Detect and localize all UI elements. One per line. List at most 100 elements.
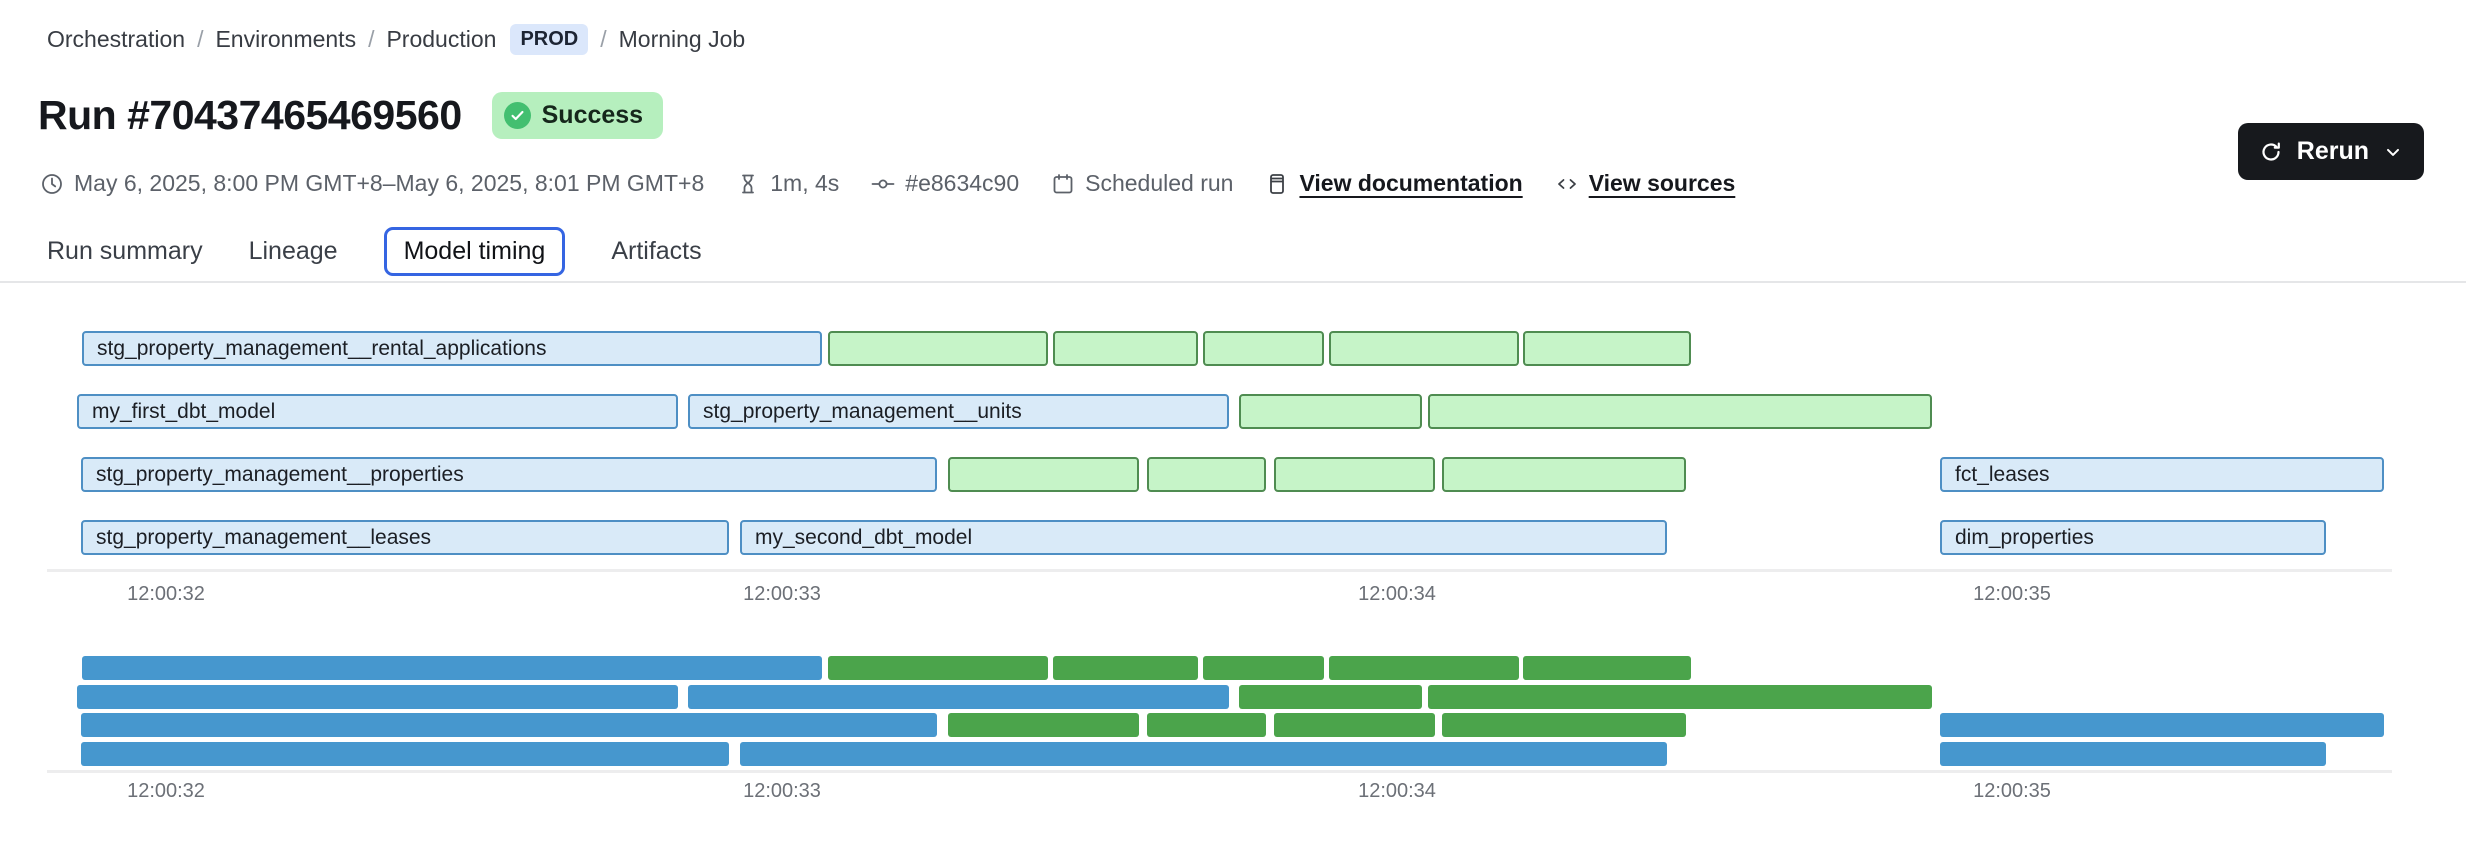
view-sources-link-label: View sources	[1588, 170, 1736, 196]
run-trigger: Scheduled run	[1051, 170, 1233, 197]
gantt-bar[interactable]	[1428, 394, 1932, 429]
breadcrumb-item-production[interactable]: Production	[386, 26, 497, 52]
axis-tick-label: 12:00:34	[1358, 780, 1436, 802]
gantt-bar[interactable]	[1239, 394, 1422, 429]
status-badge: Success	[491, 92, 664, 139]
rerun-label: Rerun	[2296, 137, 2369, 165]
minimap-bar	[1523, 656, 1691, 680]
minimap-bar	[1442, 713, 1686, 737]
gantt-bar-label: dim_properties	[1955, 525, 2094, 549]
run-meta-row: May 6, 2025, 8:00 PM GMT+8–May 6, 2025, …	[40, 170, 1735, 197]
timeline-minimap[interactable]	[0, 650, 2466, 768]
commit-hash-label: #e8634c90	[905, 170, 1020, 196]
run-duration: 1m, 4s	[736, 170, 839, 197]
rerun-button[interactable]: Rerun	[2237, 123, 2424, 180]
gantt-bar[interactable]: my_second_dbt_model	[740, 520, 1667, 555]
gantt-bar-label: stg_property_management__rental_applicat…	[97, 336, 547, 360]
calendar-icon	[1051, 172, 1075, 196]
gantt-bar[interactable]	[1053, 331, 1198, 366]
minimap-bar	[77, 685, 678, 709]
refresh-icon	[2259, 140, 2283, 164]
view-documentation-link-label: View documentation	[1299, 170, 1523, 196]
gantt-bar-label: fct_leases	[1955, 462, 2050, 486]
page-title: Run #70437465469560	[38, 92, 462, 138]
hourglass-icon	[736, 172, 760, 196]
view-sources-link[interactable]: View sources	[1555, 170, 1736, 197]
check-icon	[503, 102, 531, 129]
minimap-bar	[740, 742, 1667, 766]
axis-tick-label: 12:00:32	[127, 583, 205, 605]
run-trigger-label: Scheduled run	[1085, 170, 1234, 196]
gantt-bar[interactable]: dim_properties	[1940, 520, 2326, 555]
clock-icon	[40, 172, 64, 196]
minimap-bar	[81, 713, 937, 737]
gantt-bar[interactable]: stg_property_management__properties	[81, 457, 937, 492]
gantt-axis-line	[47, 569, 2392, 572]
gantt-bar[interactable]: stg_property_management__units	[688, 394, 1229, 429]
chevron-down-icon	[2383, 142, 2403, 162]
tab-bar-divider	[0, 281, 2466, 283]
run-time-range-label: May 6, 2025, 8:00 PM GMT+8–May 6, 2025, …	[74, 170, 705, 196]
breadcrumb-item-orchestration[interactable]: Orchestration	[47, 26, 186, 52]
model-timing-gantt-chart: stg_property_management__rental_applicat…	[0, 320, 2466, 560]
minimap-time-axis: 12:00:32 12:00:33 12:00:34 12:00:35	[0, 780, 2466, 806]
tab-artifacts[interactable]: Artifacts	[611, 236, 702, 265]
gantt-bar[interactable]	[948, 457, 1139, 492]
axis-tick-label: 12:00:35	[1973, 780, 2051, 802]
minimap-bar	[82, 656, 822, 680]
breadcrumb-separator: /	[197, 26, 204, 52]
breadcrumb-item-environments[interactable]: Environments	[215, 26, 357, 52]
breadcrumb-separator: /	[600, 26, 607, 52]
axis-tick-label: 12:00:34	[1358, 583, 1436, 605]
minimap-bar	[1203, 656, 1324, 680]
gantt-bar-label: my_second_dbt_model	[755, 525, 973, 549]
gantt-bar[interactable]	[1329, 331, 1519, 366]
minimap-bar	[1428, 685, 1932, 709]
commit-icon	[871, 172, 895, 196]
prod-environment-badge: PROD	[510, 24, 589, 55]
gantt-bar[interactable]: my_first_dbt_model	[77, 394, 678, 429]
gantt-bar[interactable]	[1523, 331, 1691, 366]
gantt-bar[interactable]	[1274, 457, 1435, 492]
gantt-bar[interactable]: stg_property_management__leases	[81, 520, 729, 555]
gantt-bar[interactable]	[1203, 331, 1324, 366]
axis-tick-label: 12:00:33	[743, 780, 821, 802]
minimap-bar	[828, 656, 1048, 680]
code-icon	[1555, 172, 1579, 196]
minimap-axis-line	[47, 770, 2392, 773]
minimap-bar	[81, 742, 729, 766]
gantt-bar[interactable]	[1442, 457, 1686, 492]
gantt-bar-label: stg_property_management__leases	[96, 525, 432, 549]
gantt-bar-label: stg_property_management__properties	[96, 462, 464, 486]
axis-tick-label: 12:00:33	[743, 583, 821, 605]
tab-run-summary[interactable]: Run summary	[47, 236, 203, 265]
tab-lineage[interactable]: Lineage	[248, 236, 338, 265]
minimap-bar	[1147, 713, 1266, 737]
gantt-bar[interactable]	[828, 331, 1048, 366]
gantt-bar[interactable]: stg_property_management__rental_applicat…	[82, 331, 822, 366]
minimap-bar	[688, 685, 1229, 709]
tab-bar: Run summary Lineage Model timing Artifac…	[47, 222, 702, 280]
minimap-bar	[1053, 656, 1198, 680]
status-label: Success	[541, 101, 644, 129]
commit-hash: #e8634c90	[871, 170, 1019, 197]
tab-model-timing[interactable]: Model timing	[383, 226, 566, 276]
minimap-bar	[1239, 685, 1422, 709]
gantt-bar-label: my_first_dbt_model	[92, 399, 276, 423]
gantt-bar[interactable]: fct_leases	[1940, 457, 2384, 492]
view-documentation-link[interactable]: View documentation	[1265, 170, 1523, 197]
minimap-bar	[1940, 713, 2384, 737]
minimap-bar	[1940, 742, 2326, 766]
title-row: Run #70437465469560 Success	[38, 92, 664, 139]
minimap-bar	[1329, 656, 1519, 680]
gantt-bar-label: stg_property_management__units	[703, 399, 1022, 423]
breadcrumb: Orchestration / Environments / Productio…	[47, 24, 745, 55]
minimap-bar	[948, 713, 1139, 737]
gantt-bar[interactable]	[1147, 457, 1266, 492]
axis-tick-label: 12:00:32	[127, 780, 205, 802]
breadcrumb-item-morning-job[interactable]: Morning Job	[618, 26, 746, 52]
run-duration-label: 1m, 4s	[770, 170, 840, 196]
document-icon	[1265, 172, 1289, 196]
run-time-range: May 6, 2025, 8:00 PM GMT+8–May 6, 2025, …	[40, 170, 704, 197]
